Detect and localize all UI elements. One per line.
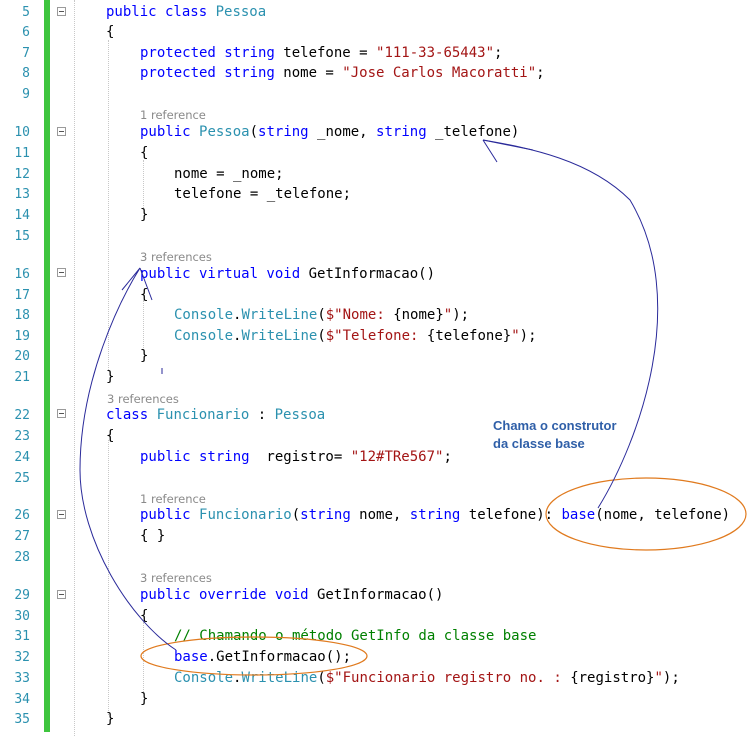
line-number: 27 (14, 529, 30, 544)
code-line[interactable]: } (140, 691, 149, 707)
indent-guide (108, 40, 109, 370)
collapse-icon[interactable] (57, 590, 66, 599)
indent-guide (143, 300, 144, 350)
code-line[interactable]: { } (140, 528, 166, 544)
line-number: 20 (14, 349, 30, 364)
code-line[interactable]: protected string nome = "Jose Carlos Mac… (140, 65, 545, 81)
line-number: 12 (14, 167, 30, 182)
line-number: 24 (14, 450, 30, 465)
code-line[interactable]: public Pessoa(string _nome, string _tele… (140, 124, 520, 140)
line-number: 14 (14, 208, 30, 223)
code-line[interactable]: protected string telefone = "111-33-6544… (140, 45, 503, 61)
code-line[interactable]: { (106, 428, 115, 444)
code-line[interactable]: { (140, 608, 149, 624)
line-number: 28 (14, 550, 30, 565)
collapse-icon[interactable] (57, 127, 66, 136)
code-line[interactable]: // Chamando o método GetInfo da classe b… (174, 628, 537, 644)
line-number: 30 (14, 609, 30, 624)
code-line[interactable]: { (140, 145, 149, 161)
code-line[interactable]: } (140, 207, 149, 223)
line-number: 22 (14, 408, 30, 423)
indent-guide (108, 440, 109, 715)
line-number: 11 (14, 146, 30, 161)
code-line[interactable]: public override void GetInformacao() (140, 587, 444, 603)
code-line[interactable]: Console.WriteLine($"Funcionario registro… (174, 670, 680, 686)
code-lens-references[interactable]: 3 references (107, 392, 179, 406)
line-number: 13 (14, 187, 30, 202)
collapse-icon[interactable] (57, 268, 66, 277)
code-line[interactable]: } (140, 348, 149, 364)
code-line[interactable]: { (106, 24, 115, 40)
code-line[interactable]: base.GetInformacao(); (174, 649, 352, 665)
code-line[interactable]: } (106, 369, 115, 385)
collapse-icon[interactable] (57, 7, 66, 16)
code-line[interactable]: public string registro= "12#TRe567"; (140, 449, 452, 465)
collapse-icon[interactable] (57, 510, 66, 519)
code-lens-references[interactable]: 3 references (140, 250, 212, 264)
line-number: 34 (14, 692, 30, 707)
line-number: 33 (14, 671, 30, 686)
code-line[interactable]: telefone = _telefone; (174, 186, 352, 202)
code-line[interactable]: Console.WriteLine($"Nome: {nome}"); (174, 307, 470, 323)
line-number: 10 (14, 125, 30, 140)
code-line[interactable]: } (106, 711, 115, 727)
line-number: 17 (14, 288, 30, 303)
line-number: 32 (14, 650, 30, 665)
line-number: 18 (14, 308, 30, 323)
line-number: 6 (22, 25, 30, 40)
code-lens-references[interactable]: 1 reference (140, 108, 206, 122)
line-number: 19 (14, 329, 30, 344)
collapse-icon[interactable] (57, 409, 66, 418)
indent-guide (143, 160, 144, 210)
line-number: 15 (14, 229, 30, 244)
arrowhead-icon (482, 139, 534, 163)
annotation-text: Chama o construtor da classe base (493, 418, 617, 451)
indent-guide (74, 0, 75, 736)
line-number: 8 (22, 66, 30, 81)
code-lens-references[interactable]: 3 references (140, 571, 212, 585)
line-number: 9 (22, 87, 30, 102)
code-line[interactable]: Console.WriteLine($"Telefone: {telefone}… (174, 328, 537, 344)
code-line[interactable]: public virtual void GetInformacao() (140, 266, 436, 282)
code-line[interactable]: nome = _nome; (174, 166, 284, 182)
line-number: 16 (14, 267, 30, 282)
code-lens-references[interactable]: 1 reference (140, 492, 206, 506)
line-number: 29 (14, 588, 30, 603)
code-line[interactable]: { (140, 287, 149, 303)
line-number: 25 (14, 471, 30, 486)
line-number: 23 (14, 429, 30, 444)
line-number: 35 (14, 712, 30, 727)
line-number: 5 (22, 5, 30, 20)
code-line[interactable]: public class Pessoa (106, 4, 267, 20)
line-number: 26 (14, 508, 30, 523)
indent-guide (143, 622, 144, 694)
change-indicator-bar (44, 0, 50, 732)
line-number: 21 (14, 370, 30, 385)
line-number: 7 (22, 46, 30, 61)
code-line[interactable]: class Funcionario : Pessoa (106, 407, 326, 423)
line-number: 31 (14, 629, 30, 644)
code-line[interactable]: public Funcionario(string nome, string t… (140, 507, 731, 523)
